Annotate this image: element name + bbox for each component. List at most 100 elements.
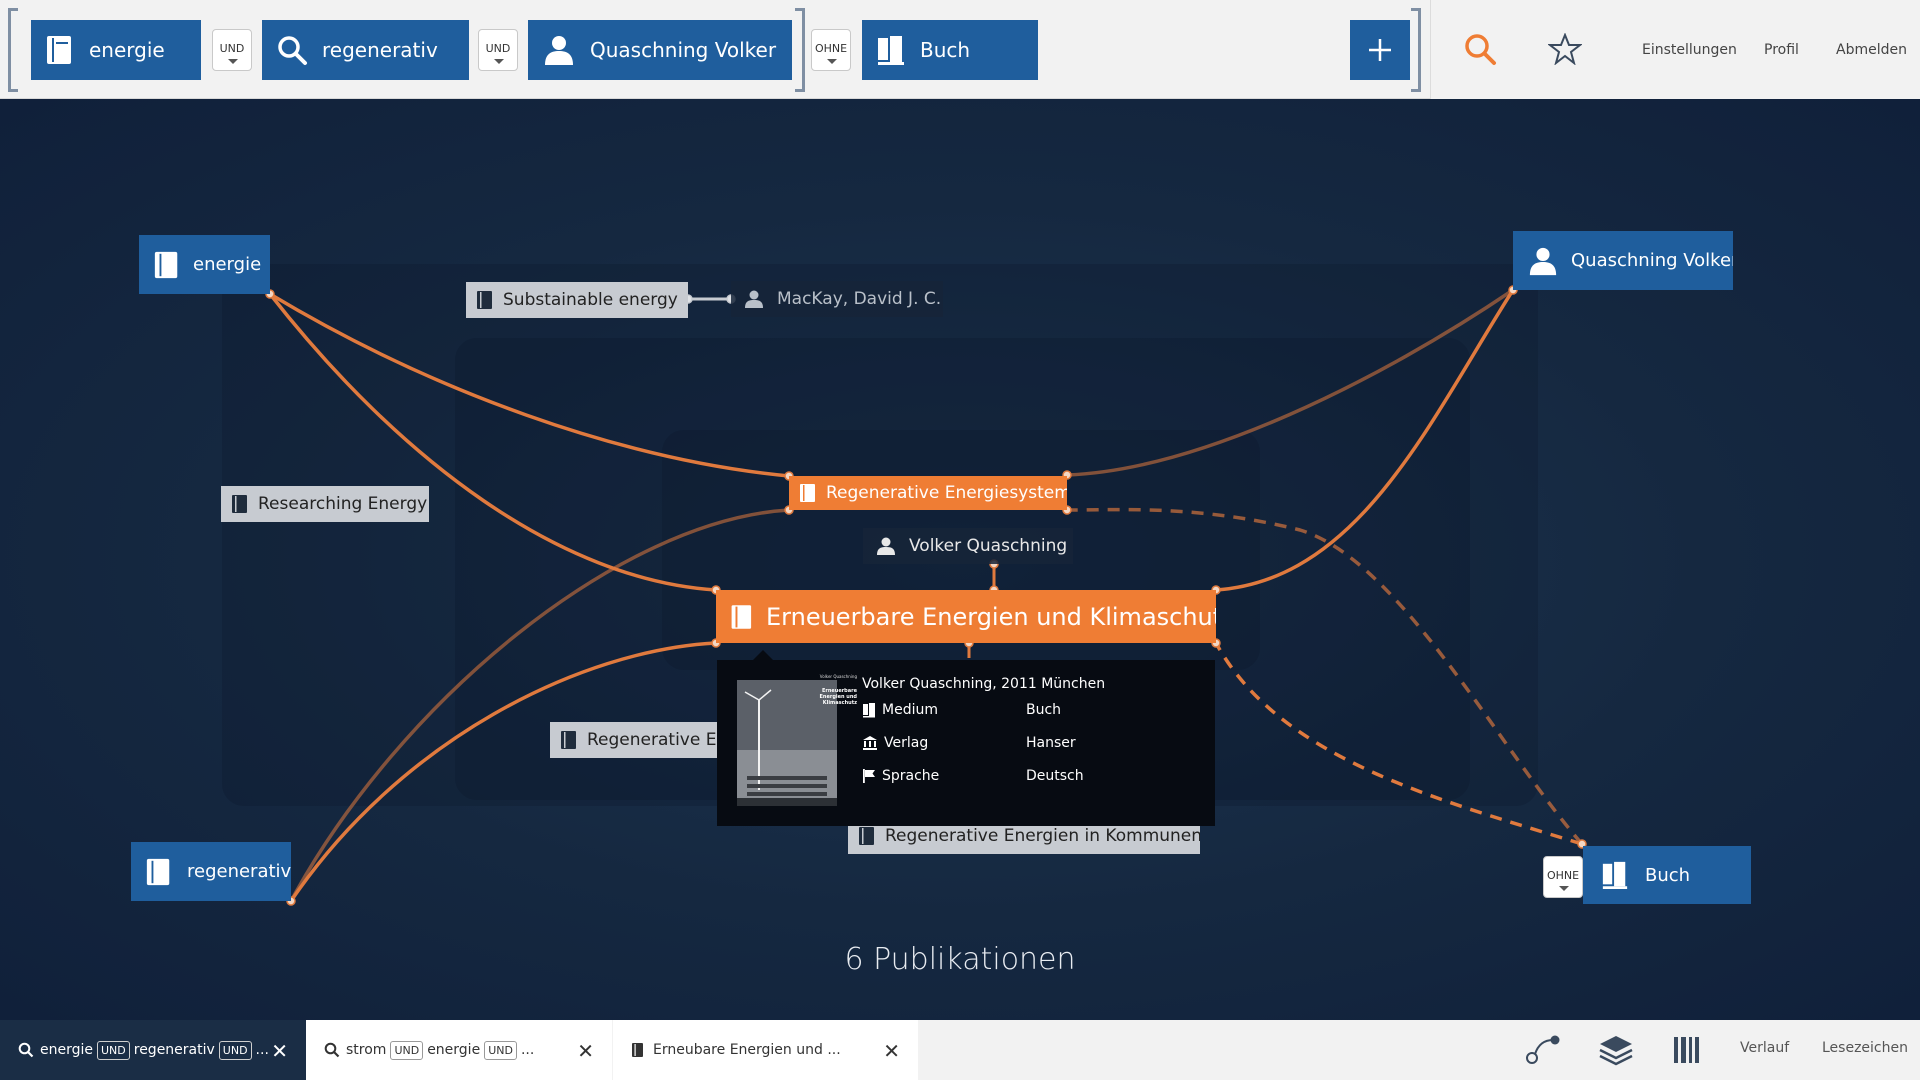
node-label: MacKay, David J. C. — [777, 289, 942, 309]
query-chip-label: Quaschning Volker — [590, 38, 777, 62]
tooltip-label: Medium — [882, 702, 938, 718]
book-open-icon — [863, 703, 875, 718]
edge-author-regsys — [1066, 288, 1514, 477]
tab-operator: UND — [390, 1040, 424, 1060]
graph-view-icon[interactable] — [1525, 1034, 1561, 1066]
anchor-energie[interactable]: energie — [139, 235, 270, 294]
book-icon — [154, 251, 178, 278]
search-icon — [324, 1042, 340, 1058]
tab-term: energie — [40, 1042, 93, 1058]
flag-icon — [863, 769, 875, 783]
tab-term: strom — [346, 1042, 387, 1058]
tooltip-value-medium: Buch — [1026, 702, 1062, 718]
query-chip-buch[interactable]: Buch — [862, 20, 1038, 80]
node-regenerative-energiesysteme[interactable]: Regenerative Energiesysteme — [789, 476, 1067, 510]
person-icon — [1529, 247, 1557, 275]
tooltip-value-verlag: Hanser — [1026, 735, 1076, 751]
tab-ellipsis: ... — [255, 1042, 269, 1058]
person-icon — [745, 290, 763, 308]
node-author-volker-quaschning[interactable]: Volker Quaschning — [863, 528, 1073, 564]
tooltip-row-verlag: Verlag — [862, 735, 928, 751]
anchor-author[interactable]: Quaschning Volker — [1513, 231, 1733, 290]
anchor-regenerativ[interactable]: regenerativ — [131, 842, 291, 901]
bookmarks-link[interactable]: Lesezeichen — [1822, 1040, 1908, 1056]
book-icon — [561, 731, 576, 749]
edge-regenerativ-regsys — [289, 508, 790, 902]
tooltip-label: Sprache — [882, 768, 940, 784]
book-cover-image — [737, 680, 837, 806]
node-regenerative-ene[interactable]: Regenerative Ene — [550, 722, 718, 758]
query-chip-author[interactable]: Quaschning Volker — [528, 20, 792, 80]
node-erneuerbare-energien-und-klimaschutz[interactable]: Erneuerbare Energien und Klimaschutz — [716, 590, 1216, 643]
book-icon — [632, 1043, 643, 1057]
person-icon — [545, 36, 573, 65]
plus-icon — [1369, 39, 1391, 61]
edge-buch-erneuerbare — [1214, 642, 1583, 846]
book-cover-title: Erneuerbare Energien und Klimaschutz — [819, 688, 857, 706]
anchor-operator-ohne[interactable]: OHNE — [1543, 856, 1583, 898]
node-label: Researching Energy — [258, 494, 428, 514]
history-tab-3[interactable]: Erneubare Energien und ... ✕ — [613, 1020, 918, 1080]
book-icon — [146, 858, 170, 885]
query-bar: energie UND regenerativ UND Quaschning V… — [0, 0, 1920, 99]
anchor-label: energie — [193, 254, 262, 275]
book-icon — [731, 604, 752, 629]
tab-term: energie — [427, 1042, 481, 1058]
history-tab-1[interactable]: energie UND regenerativ UND ... ✕ — [0, 1020, 306, 1080]
node-label: Volker Quaschning — [909, 536, 1068, 556]
publication-tooltip: Erneuerbare Energien und Klimaschutz Vol… — [717, 650, 1215, 826]
node-label: Regenerative Ene — [587, 730, 718, 750]
building-icon — [863, 736, 877, 750]
tooltip-header: Volker Quaschning, 2011 München — [862, 676, 1106, 692]
publication-count: 6 Publikationen — [844, 942, 1076, 977]
history-link[interactable]: Verlauf — [1740, 1040, 1790, 1056]
tab-operator: UND — [484, 1040, 517, 1060]
operator-und-2[interactable]: UND — [478, 29, 518, 71]
close-tab-icon[interactable]: ✕ — [577, 1039, 594, 1063]
node-author-mackay[interactable]: MacKay, David J. C. — [731, 281, 943, 317]
history-tab-2[interactable]: strom UND energie UND ... ✕ — [306, 1020, 612, 1080]
tab-operator: UND — [218, 1040, 252, 1060]
logout-link[interactable]: Abmelden — [1836, 42, 1907, 58]
settings-link[interactable]: Einstellungen — [1642, 42, 1737, 58]
node-label: Regenerative Energiesysteme — [826, 483, 1067, 503]
book-icon — [477, 291, 492, 309]
close-tab-icon[interactable]: ✕ — [883, 1039, 900, 1063]
tab-term: regenerativ — [133, 1042, 215, 1058]
book-icon — [859, 827, 874, 845]
search-icon[interactable] — [1463, 32, 1497, 66]
query-chip-label: energie — [89, 38, 165, 62]
book-cover-author: Volker Quaschning — [819, 674, 857, 679]
book-open-icon — [878, 36, 904, 65]
person-icon — [877, 537, 895, 555]
edge-energie-regsys — [269, 292, 790, 478]
query-chip-energie[interactable]: energie — [31, 20, 201, 80]
book-open-icon — [1602, 861, 1628, 889]
search-icon — [18, 1042, 34, 1058]
edge-energie-erneuerbare — [268, 292, 717, 592]
layers-icon[interactable] — [1598, 1033, 1634, 1067]
close-tab-icon[interactable]: ✕ — [271, 1039, 288, 1063]
operator-ohne[interactable]: OHNE — [811, 29, 851, 71]
profile-link[interactable]: Profil — [1764, 42, 1799, 58]
operator-und-1[interactable]: UND — [212, 29, 252, 71]
search-icon — [278, 36, 307, 65]
shelf-icon[interactable] — [1673, 1035, 1701, 1065]
node-substainable-energy[interactable]: Substainable energy — [466, 282, 688, 318]
anchor-label: Buch — [1645, 864, 1691, 886]
tab-label: Erneubare Energien und ... — [653, 1042, 841, 1058]
query-bracket-left — [8, 8, 18, 92]
anchor-buch[interactable]: Buch — [1583, 846, 1751, 904]
top-nav: Einstellungen Profil Abmelden — [1430, 0, 1920, 99]
star-icon[interactable] — [1548, 33, 1582, 65]
node-researching-energy[interactable]: Researching Energy — [221, 486, 429, 522]
query-bracket-right — [795, 8, 805, 92]
tooltip-row-medium: Medium — [862, 702, 938, 718]
book-icon — [232, 495, 247, 513]
query-chip-regenerativ[interactable]: regenerativ — [262, 20, 469, 80]
query-chip-label: regenerativ — [322, 38, 438, 62]
anchor-label: Quaschning Volker — [1571, 250, 1733, 271]
tab-operator: UND — [97, 1040, 130, 1060]
add-query-button[interactable] — [1350, 20, 1410, 80]
tooltip-value-sprache: Deutsch — [1026, 768, 1084, 784]
